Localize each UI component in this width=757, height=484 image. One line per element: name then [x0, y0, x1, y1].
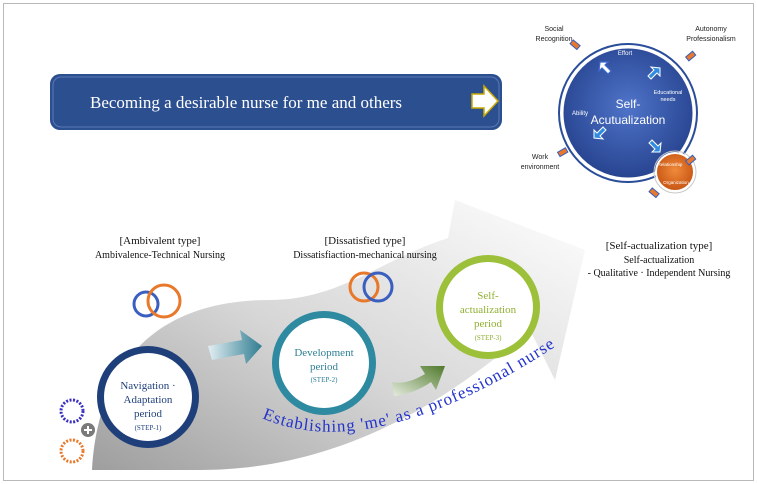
self-type-title: [Self-actualization type] — [606, 240, 713, 252]
step2-step-label: (STEP-2) — [311, 376, 339, 384]
connector-arrow-icon — [556, 39, 697, 199]
dissatisfied-type-subtitle: Dissatisfiaction-mechanical nursing — [293, 250, 437, 261]
work-environment-label-2: environment — [521, 164, 560, 171]
social-recognition-label-1: Social — [544, 26, 564, 33]
organization-circle: Relationship Organization — [653, 150, 697, 194]
center-label-1: Self- — [616, 97, 641, 111]
educational-label-2: needs — [661, 97, 676, 103]
ambivalent-rings-icon — [132, 283, 182, 319]
step2-circle: Development period (STEP-2) — [272, 311, 376, 415]
plus-icon — [81, 423, 95, 437]
social-recognition-label-2: Recognition — [536, 36, 573, 43]
inward-arrow-icon — [647, 66, 661, 80]
work-environment-label-1: Work — [532, 154, 549, 161]
autonomy-label: Autonomy — [695, 26, 727, 33]
professionalism-label: Professionalism — [686, 36, 736, 43]
inward-arrow-icon — [648, 139, 662, 153]
ability-label: Ability — [572, 111, 588, 117]
step1-label-1: Navigation · — [120, 380, 175, 392]
step3-label-3: period — [474, 318, 503, 330]
self-type-subtitle-1: Self-actualization — [624, 255, 695, 266]
self-actualization-circle: Self- Acutualization Effort Educational … — [558, 43, 698, 183]
step1-label-3: period — [134, 408, 163, 420]
organization-label: Organization — [663, 180, 689, 185]
step2-label-2: period — [310, 361, 339, 373]
step3-step-label: (STEP-3) — [475, 334, 503, 342]
self-type-subtitle-2: - Qualitative · Independent Nursing — [588, 268, 731, 279]
banner — [50, 74, 502, 130]
step2-label-1: Development — [294, 347, 353, 359]
effort-label: Effort — [618, 51, 633, 57]
step3-label-1: Self- — [477, 290, 499, 302]
step3-circle: Self- actualization period (STEP-3) — [436, 255, 540, 359]
center-label-2: Acutualization — [591, 113, 666, 127]
inward-arrow-icon — [598, 61, 612, 75]
dissatisfied-type-title: [Dissatisfied type] — [325, 235, 406, 247]
inward-arrow-icon — [593, 126, 607, 140]
step3-label-2: actualization — [460, 304, 517, 316]
step1-step-label: (STEP-1) — [135, 424, 163, 432]
blue-dotted-ring-icon — [59, 398, 85, 424]
step1-label-2: Adaptation — [124, 394, 173, 406]
step1-to-step2-arrow — [208, 330, 262, 364]
step1-circle: Navigation · Adaptation period (STEP-1) — [97, 346, 199, 448]
dissatisfied-rings-icon — [348, 271, 394, 303]
orange-dotted-ring-icon — [59, 438, 85, 464]
banner-arrow-icon — [471, 84, 500, 118]
banner-text: Becoming a desirable nurse for me and ot… — [90, 93, 402, 112]
ambivalent-type-title: [Ambivalent type] — [120, 235, 201, 247]
relationship-label: Relationship — [658, 162, 683, 167]
ambivalent-type-subtitle: Ambivalence-Technical Nursing — [95, 250, 225, 261]
educational-label-1: Educational — [654, 90, 683, 96]
step2-to-step3-arrow — [392, 366, 445, 396]
